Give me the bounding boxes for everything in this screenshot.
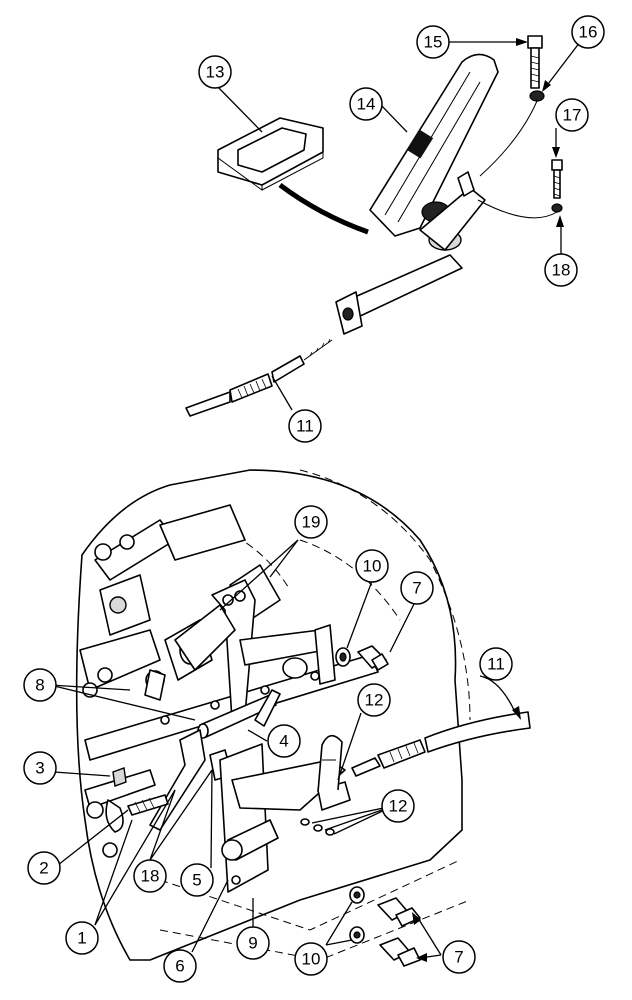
callout-number: 8 [35,676,44,695]
callout-5: 5 [180,863,214,897]
callout-4: 4 [267,724,301,758]
callout-8: 8 [23,668,57,702]
bolt-15 [527,35,543,89]
callout-number: 18 [552,261,571,280]
callout-circle [23,751,57,785]
washer-18 [477,199,563,219]
callout-circle [27,851,61,885]
callout-circle [544,253,578,287]
throttle-cable-11-top [185,338,333,417]
callout-15: 15 [416,25,450,59]
callout-2: 2 [27,851,61,885]
callout-number: 12 [365,691,384,710]
callout-number: 11 [296,417,314,436]
callout-number: 5 [192,871,201,890]
callout-7a: 7 [400,571,434,605]
u-bolt-12 [317,734,343,793]
callout-number: 15 [424,33,443,52]
callout-number: 19 [302,513,321,532]
callout-number: 1 [77,929,86,948]
callout-circle [357,683,391,717]
callout-circle [400,571,434,605]
callout-number: 12 [389,797,408,816]
callout-number: 18 [141,867,160,886]
bolt-17 [551,159,563,199]
washer-10-upper [335,647,351,667]
callout-18b: 18 [133,859,167,893]
callout-circle [294,505,328,539]
callout-10a: 10 [355,549,389,583]
throttle-pedal-14 [335,53,499,335]
callout-circle [288,409,322,443]
callout-19: 19 [294,505,328,539]
callout-circle [571,15,605,49]
callout-16: 16 [571,15,605,49]
callout-circle [236,926,270,960]
callout-circle [198,55,232,89]
install-arrow [278,182,369,235]
callout-circle [479,647,513,681]
callout-3: 3 [23,751,57,785]
callout-number: 7 [412,579,421,598]
pedal-pad-13 [217,117,324,191]
callout-12b: 12 [381,789,415,823]
callout-circle [442,940,476,974]
washer-10-lower-a [349,886,365,904]
callout-number: 10 [363,557,382,576]
callout-12a: 12 [357,683,391,717]
callout-number: 4 [279,732,288,751]
callout-7b: 7 [442,940,476,974]
callout-circle [355,549,389,583]
callout-14: 14 [349,87,383,121]
throttle-cable-11-bottom [351,711,531,777]
callout-circle [381,789,415,823]
machine-frame-assembly [75,469,531,967]
bracket-plate-9 [219,743,351,893]
callout-17: 17 [555,98,589,132]
callout-13: 13 [198,55,232,89]
foot-pedal-assembly [185,35,563,417]
callout-circle [180,863,214,897]
bolt-7-upper [357,645,389,671]
callout-11b: 11 [479,647,513,681]
callout-circle [267,724,301,758]
callout-10b: 10 [294,942,328,976]
clip-4 [254,689,281,727]
callout-11a: 11 [288,409,322,443]
callout-circle [163,949,197,983]
callout-circle [23,668,57,702]
callout-circle [555,98,589,132]
nuts-12 [300,818,335,836]
leader-lines [49,38,581,962]
callout-9: 9 [236,926,270,960]
callout-number: 14 [357,95,376,114]
bolt-7-lower-b [379,937,421,967]
callout-number: 2 [39,859,48,878]
bolt-7-lower-a [377,897,421,927]
callout-circle [416,25,450,59]
callout-number: 9 [248,934,257,953]
callout-circle [65,921,99,955]
callout-6: 6 [163,949,197,983]
callout-number: 11 [487,655,505,674]
bushing-3 [112,767,127,787]
callout-circle [133,859,167,893]
callout-1: 1 [65,921,99,955]
rod-8 [144,669,277,739]
callout-circle [294,942,328,976]
bracket-19 [174,579,336,721]
callout-number: 16 [579,23,598,42]
callout-number: 13 [206,63,225,82]
callout-circle [349,87,383,121]
callout-number: 10 [302,950,321,969]
callout-number: 17 [563,106,582,125]
callout-number: 7 [454,948,463,967]
nut-16 [479,90,545,177]
callout-18a: 18 [544,253,578,287]
callout-number: 6 [175,957,184,976]
washer-10-lower-b [349,926,365,944]
callout-number: 3 [35,759,44,778]
